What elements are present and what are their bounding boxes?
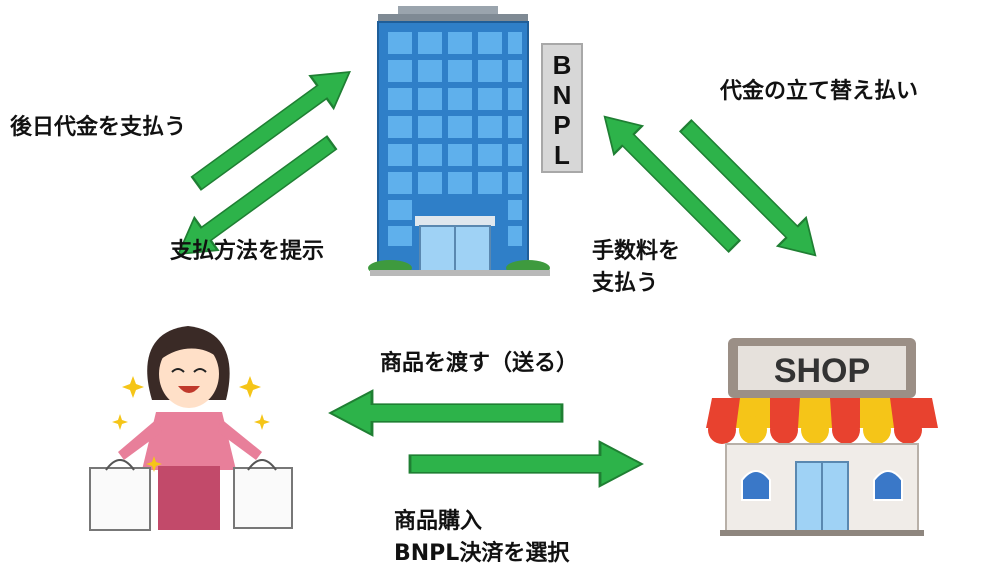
label-purchase-line2: BNPL決済を選択: [394, 541, 570, 566]
bnpl-building-icon: [368, 6, 550, 276]
label-fee-line1: 手数料を: [592, 239, 681, 264]
label-fee-line2: 支払う: [592, 271, 659, 296]
bnpl-sign-letter: B: [553, 50, 572, 80]
bnpl-sign-letter: N: [553, 80, 572, 110]
label-purchase-line1: 商品購入: [394, 509, 483, 534]
label-present-method: 支払方法を提示: [170, 239, 325, 264]
shop-icon: SHOP: [706, 338, 938, 536]
arrow-advance-payment: [670, 110, 831, 271]
arrow-purchase: [408, 440, 644, 488]
bnpl-sign-letter: L: [554, 140, 570, 170]
shop-sign-text: SHOP: [774, 352, 870, 390]
bnpl-sign-letter: P: [553, 110, 570, 140]
bnpl-sign: B N P L: [541, 43, 583, 173]
arrow-deliver-goods: [328, 389, 564, 437]
shopper-icon: [89, 326, 293, 531]
label-deliver-goods: 商品を渡す（送る）: [380, 351, 579, 376]
label-pay-later: 後日代金を支払う: [10, 115, 187, 140]
label-advance-payment: 代金の立て替え払い: [720, 79, 919, 104]
arrow-pay-fee: [589, 101, 750, 262]
